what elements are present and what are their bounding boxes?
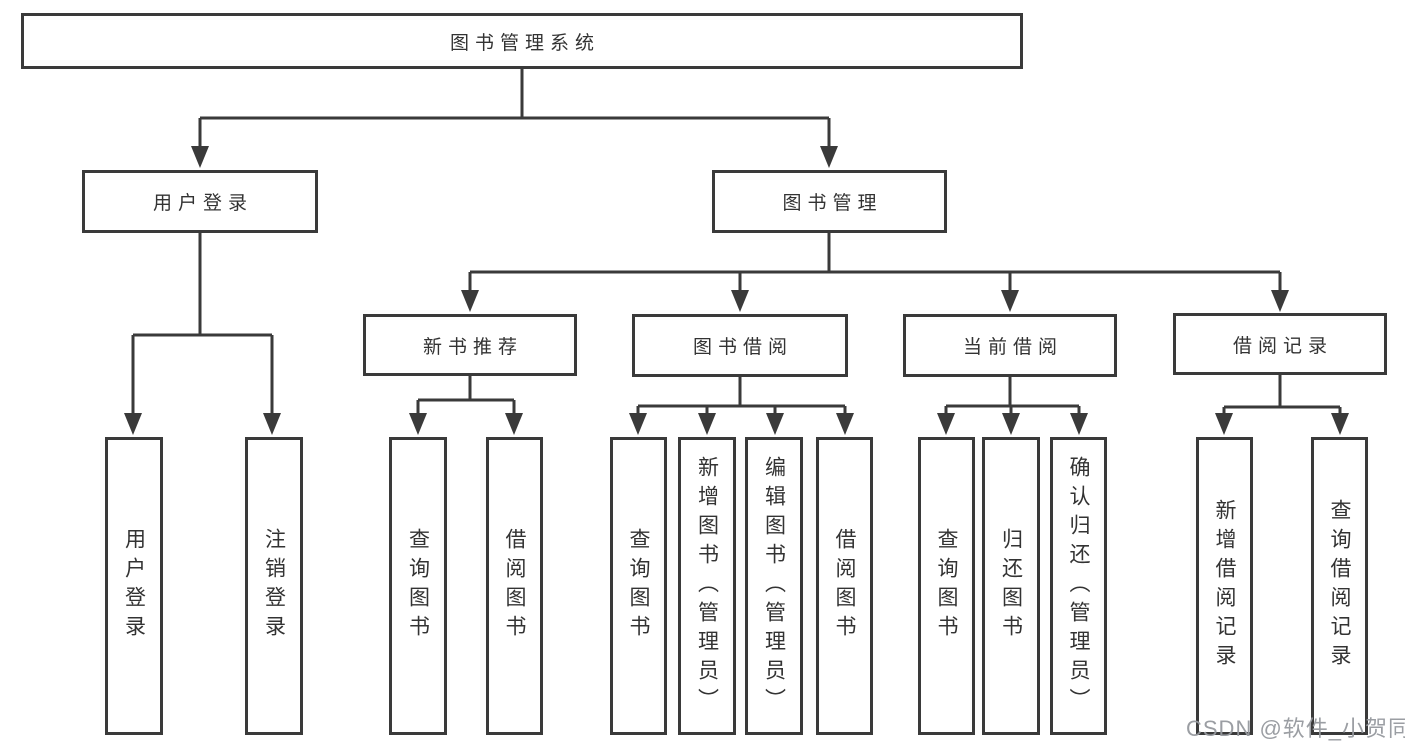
edge-new-book-rec-to-children (416, 376, 516, 417)
node-leaf-edit-books-admin: 编辑图书（管理员） (745, 437, 803, 735)
node-leaf-user-login: 用户登录 (105, 437, 163, 735)
arrowhead (1271, 290, 1289, 312)
arrowhead (698, 413, 716, 435)
node-label: 借阅图书 (833, 528, 856, 644)
arrowhead (1070, 413, 1088, 435)
arrowhead (766, 413, 784, 435)
arrowhead (124, 413, 142, 435)
arrowheads (124, 146, 1349, 435)
node-label: 归还图书 (999, 528, 1023, 644)
csdn-watermark: CSDN @软件_小贺同学 (1186, 716, 1405, 741)
arrowhead (409, 413, 427, 435)
edge-book-mgmt-to-level2 (468, 233, 1282, 294)
arrowhead (731, 290, 749, 312)
node-leaf-borrow-query-books: 查询图书 (610, 437, 667, 735)
edge-user-login-to-children (131, 233, 274, 417)
node-leaf-query-borrow-record: 查询借阅记录 (1311, 437, 1368, 735)
edge-book-borrow-to-children (636, 377, 847, 417)
node-book-management: 图书管理 (712, 170, 947, 233)
edge-root-to-level1 (198, 69, 831, 150)
node-leaf-add-borrow-record: 新增借阅记录 (1196, 437, 1253, 735)
arrowhead (1002, 413, 1020, 435)
node-label: 注销登录 (262, 528, 286, 644)
node-user-login: 用户登录 (82, 170, 318, 233)
arrowhead (820, 146, 838, 168)
node-label: 查询图书 (935, 528, 958, 644)
node-leaf-recommend-borrow-books: 借阅图书 (486, 437, 543, 735)
node-leaf-borrow-books: 借阅图书 (816, 437, 873, 735)
node-root-system: 图书管理系统 (21, 13, 1023, 69)
arrowhead (1215, 413, 1233, 435)
node-label: 确认归还（管理员） (1067, 455, 1090, 717)
node-label: 编辑图书（管理员） (762, 455, 786, 717)
node-label: 新增借阅记录 (1213, 499, 1236, 673)
node-book-borrow: 图书借阅 (632, 314, 848, 377)
node-label: 查询图书 (627, 528, 650, 644)
node-label: 查询借阅记录 (1328, 499, 1351, 673)
arrowhead (629, 413, 647, 435)
arrowhead (461, 290, 479, 312)
arrowhead (1331, 413, 1349, 435)
arrowhead (191, 146, 209, 168)
node-label: 借阅图书 (503, 528, 526, 644)
node-current-borrow: 当前借阅 (903, 314, 1117, 377)
node-leaf-recommend-query-books: 查询图书 (389, 437, 447, 735)
arrowhead (263, 413, 281, 435)
node-label: 用户登录 (122, 528, 146, 644)
node-leaf-return-books: 归还图书 (982, 437, 1040, 735)
node-leaf-logout: 注销登录 (245, 437, 303, 735)
node-label: 查询图书 (406, 528, 430, 644)
edge-borrow-record-to-children (1222, 375, 1342, 417)
arrowhead (1001, 290, 1019, 312)
node-label: 新增图书（管理员） (695, 455, 719, 717)
edge-current-borrow-to-children (944, 377, 1081, 417)
node-leaf-confirm-return-admin: 确认归还（管理员） (1050, 437, 1107, 735)
arrowhead (836, 413, 854, 435)
node-new-book-recommend: 新书推荐 (363, 314, 577, 376)
node-leaf-add-books-admin: 新增图书（管理员） (678, 437, 736, 735)
node-borrow-record: 借阅记录 (1173, 313, 1387, 375)
arrowhead (937, 413, 955, 435)
arrowhead (505, 413, 523, 435)
node-leaf-current-query-books: 查询图书 (918, 437, 975, 735)
